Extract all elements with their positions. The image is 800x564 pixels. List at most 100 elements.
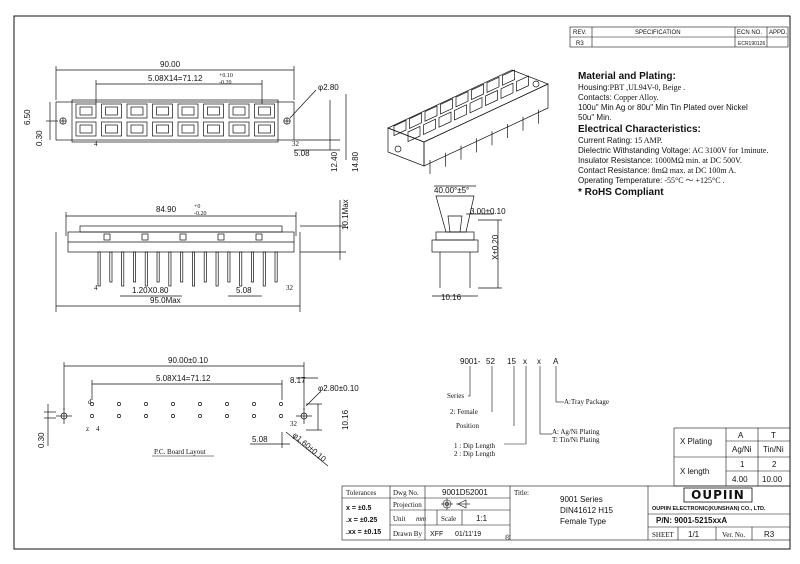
top-contact-slot (207, 106, 220, 116)
front-latch (255, 233, 263, 241)
pcb-hole-row-z (279, 414, 283, 418)
side-angle-dim: 40.00°±5° (434, 186, 469, 195)
top-contact-cell (101, 103, 122, 119)
side-base-dim: 10.16 (441, 293, 462, 302)
top-contact-slot (181, 106, 195, 116)
dielectric-label: Dielectric Withstanding Voltage: (578, 146, 691, 155)
tb-pn: P/N: 9001-5215xxA (656, 516, 727, 525)
pcb-hole-row-d (171, 402, 175, 406)
iso-contact-slot (455, 91, 469, 108)
plating-line1: 100u" Min Ag or 80u" Min Tin Plated over… (578, 103, 748, 112)
ecn-value: ECR190126 (738, 41, 765, 47)
spec-header: SPECIFICATION (635, 30, 681, 36)
front-pin-last: 32 (286, 284, 294, 292)
top-contact-cell (254, 121, 275, 137)
opt-len-a1: 1 (740, 460, 745, 469)
pcb-hole-dim: φ2.80±0.10 (318, 384, 359, 393)
contacts-value: Copper Alloy. (613, 93, 659, 102)
part-code-diagram (468, 366, 564, 445)
top-contact-slot (181, 124, 195, 134)
front-width-dim: 84.90 (156, 205, 177, 214)
opt-length-label: X length (680, 467, 709, 476)
top-contact-slot (207, 124, 220, 134)
pcb-pin-4: 4 (96, 425, 100, 433)
pcb-pin-32: 32 (290, 420, 298, 428)
front-pin (215, 251, 219, 287)
pcb-hole-row-z (225, 414, 229, 418)
top-contact-slot (258, 106, 271, 116)
front-view (55, 200, 346, 312)
opt-len-t1: 2 (772, 460, 777, 469)
top-pin-last: 32 (292, 140, 300, 148)
iso-contact-slot (438, 111, 452, 128)
iso-contact-slot (502, 69, 515, 86)
top-contact-cell (152, 121, 173, 137)
top-contact-slot (130, 124, 144, 134)
front-pin (192, 251, 195, 287)
front-pin (109, 251, 113, 283)
top-height-dim: 6.50 (23, 109, 32, 125)
tb-ver: R3 (764, 530, 775, 539)
pcb-hole-row-d (90, 402, 94, 406)
pcb-pin-hole-dim: φ1.60±0.10 (291, 431, 328, 464)
pcb-hole-row-d (144, 402, 148, 406)
tb-date: 01/11'19 (455, 531, 481, 538)
top-contact-cell (203, 103, 224, 119)
opt-len-a2: 4.00 (732, 475, 748, 484)
top-hole-dim: φ2.80 (318, 83, 339, 92)
pn-female-label: 2: Female (450, 408, 478, 416)
top-contact-cell (177, 103, 199, 119)
spec-block: Material and Plating: Housing:PBT ,UL94V… (578, 71, 768, 198)
top-contact-cell (75, 121, 97, 137)
iso-contact-slot (393, 119, 407, 137)
front-latch (141, 233, 149, 241)
tb-drawn-label: Drawn By (393, 530, 422, 538)
front-width-tol-dn: -0.20 (194, 211, 207, 217)
pcb-hole-row-z (90, 414, 94, 418)
pcb-hole-row-z (252, 414, 256, 418)
pcb-pitch-dim: 5.08X14=71.12 (156, 374, 211, 383)
top-contact-cell (177, 121, 199, 137)
appd-header: APPD. (769, 30, 787, 36)
revision-table (569, 26, 789, 48)
pn-part-length: x (537, 357, 541, 366)
tb-projection-label: Projection (393, 501, 422, 509)
side-width-dim: 3.00±0.10 (470, 207, 506, 216)
pcb-hole-row-d (198, 402, 202, 406)
pn-part-type: 52 (486, 357, 495, 366)
pcb-hole-row-z (198, 414, 202, 418)
tb-tol-x: x = ±0.5 (346, 505, 372, 512)
pcb-hole-row-d (225, 402, 229, 406)
opt-plating-t: Tin/Ni (763, 445, 784, 454)
tb-title2: DIN41612 H15 (560, 506, 613, 515)
contact-res-value: 8mΩ max. at DC 100m A. (651, 166, 736, 175)
company-logo: OUPIIN (683, 487, 753, 503)
temp-label: Operating Temperature: (578, 176, 663, 185)
top-contact-cell (126, 121, 148, 137)
title-block (341, 485, 791, 541)
pcb-pin-z: z (86, 425, 89, 433)
top-contact-slot (105, 124, 118, 134)
top-contact-slot (79, 124, 93, 134)
top-overall-dim: 90.00 (160, 60, 181, 69)
front-pin (168, 251, 172, 287)
tb-title1: 9001 Series (560, 495, 603, 504)
tb-sheet: 1/1 (688, 530, 700, 539)
top-contact-cell (228, 121, 250, 137)
pn-part-plating: x (523, 357, 527, 366)
pcb-hole-row-d (117, 402, 121, 406)
top-contact-slot (130, 106, 144, 116)
tb-ver-label: Ver. No. (722, 531, 745, 539)
contact-res-label: Contact Resistance: (578, 166, 650, 175)
front-pin (133, 251, 136, 283)
pcb-caption: P.C. Board Layout (154, 448, 206, 456)
top-contact-cell (75, 103, 97, 119)
opt-len-t2: 10.00 (762, 475, 783, 484)
tb-tolerances: Tolerances (346, 489, 376, 497)
pcb-overall-dim: 90.00±0.10 (168, 356, 209, 365)
tb-registered: ® (505, 534, 511, 542)
front-pin (274, 251, 278, 283)
top-508-dim: 5.08 (294, 149, 310, 158)
top-pin-first: 4 (94, 140, 98, 148)
top-contact-slot (156, 106, 169, 116)
